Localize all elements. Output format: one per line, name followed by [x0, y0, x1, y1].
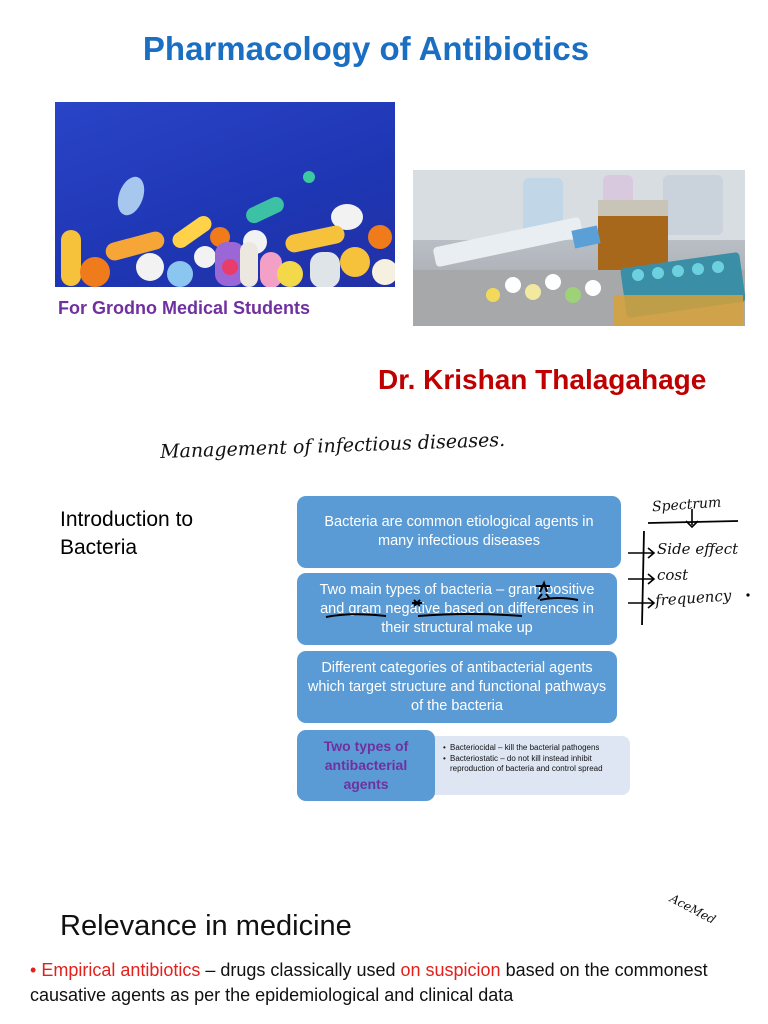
acemed-watermark: AceMed: [667, 891, 718, 927]
handwritten-side-effect: Side effect: [657, 540, 739, 558]
bullet-rest-text: based on the commonest causative agents …: [30, 960, 708, 1005]
relevance-heading: Relevance in medicine: [60, 910, 352, 942]
box2-text-end: based on differences in their structural…: [381, 600, 594, 636]
slide-subtitle: For Grodno Medical Students: [58, 298, 311, 318]
list-item: Bacteriocidal – kill the bacterial patho…: [443, 743, 624, 754]
relevance-bullet: • Empirical antibiotics – drugs classica…: [30, 958, 730, 1008]
handwritten-cost: cost: [657, 566, 689, 584]
box2-and-text: and: [320, 600, 349, 617]
info-box-bacteria-types: Two main types of bacteria – gram positi…: [297, 573, 617, 645]
pills-photo-right: [413, 170, 745, 326]
author-name: Dr. Krishan Thalagahage: [378, 364, 707, 395]
info-box-antibacterial-categories: Different categories of antibacterial ag…: [297, 651, 617, 723]
handwritten-note-top: Management of infectious diseases.: [159, 428, 506, 464]
box2-text-start: Two main types of bacteria –: [319, 581, 509, 598]
handwritten-bracket: [628, 509, 750, 626]
slide-title: Pharmacology of Antibiotics: [142, 30, 590, 67]
list-item: Bacteriostatic – do not kill instead inh…: [443, 754, 624, 775]
section-heading-intro: Introduction to Bacteria: [60, 508, 194, 559]
gram-positive-text: gram positive: [508, 581, 595, 598]
antibacterial-types-label: Two types of antibacterial agents: [297, 730, 435, 801]
antibacterial-types-detail: Bacteriocidal – kill the bacterial patho…: [425, 736, 630, 795]
bullet-icon: •: [30, 960, 37, 980]
handwritten-underlines: [325, 580, 579, 618]
info-box-etiology: Bacteria are common etiological agents i…: [297, 496, 621, 568]
empirical-antibiotics-term: Empirical antibiotics: [41, 960, 201, 980]
bullet-mid-text: – drugs classically used: [200, 960, 401, 980]
pills-photo-left: [55, 102, 395, 287]
on-suspicion-text: on suspicion: [400, 960, 501, 980]
